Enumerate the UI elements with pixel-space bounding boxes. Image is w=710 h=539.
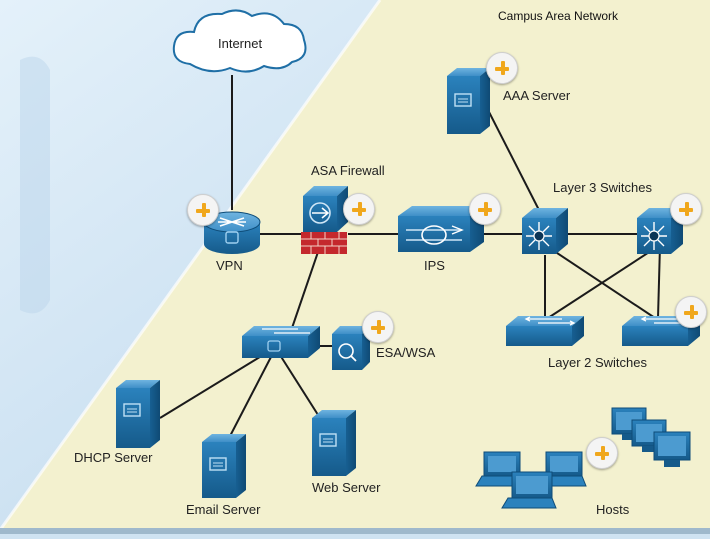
esa-wsa-expand-button[interactable]	[362, 311, 394, 343]
internet-label: Internet	[218, 36, 263, 51]
vpn-label: VPN	[216, 258, 243, 273]
layer3-switch-expand-button[interactable]	[670, 193, 702, 225]
server-icon	[202, 434, 246, 498]
ips-expand-button[interactable]	[469, 193, 501, 225]
router-icon	[203, 211, 261, 254]
multilayer-switch-icon	[522, 208, 568, 254]
laptop-icon	[475, 451, 587, 509]
desktop-icon	[611, 407, 691, 467]
web-server-label: Web Server	[312, 480, 381, 495]
ips-label: IPS	[424, 258, 445, 273]
hosts-expand-button[interactable]	[586, 437, 618, 469]
switch-icon	[506, 316, 584, 346]
firewall-icon	[301, 186, 348, 254]
asa-firewall-label: ASA Firewall	[311, 163, 385, 178]
vpn-expand-button[interactable]	[187, 194, 219, 226]
email-server-label: Email Server	[186, 502, 261, 517]
asa-firewall-expand-button[interactable]	[343, 193, 375, 225]
hosts-label: Hosts	[596, 502, 630, 517]
bottom-bar	[0, 528, 710, 534]
connections	[159, 75, 661, 441]
cloud-icon	[172, 9, 307, 73]
multilayer-switch-icon	[637, 208, 683, 254]
server-icon	[116, 380, 160, 448]
aaa-server-label: AAA Server	[503, 88, 571, 103]
switch-icon	[242, 326, 320, 358]
aaa-server-expand-button[interactable]	[486, 52, 518, 84]
layer2-switch-expand-button[interactable]	[675, 296, 707, 328]
diagram-title: Campus Area Network	[498, 9, 619, 23]
dhcp-server-label: DHCP Server	[74, 450, 153, 465]
server-icon	[312, 410, 356, 476]
appliance-icon	[332, 326, 370, 370]
server-icon	[447, 68, 490, 134]
layer2-switches-label: Layer 2 Switches	[548, 355, 647, 370]
esa-wsa-label: ESA/WSA	[376, 345, 436, 360]
layer3-switches-label: Layer 3 Switches	[553, 180, 652, 195]
